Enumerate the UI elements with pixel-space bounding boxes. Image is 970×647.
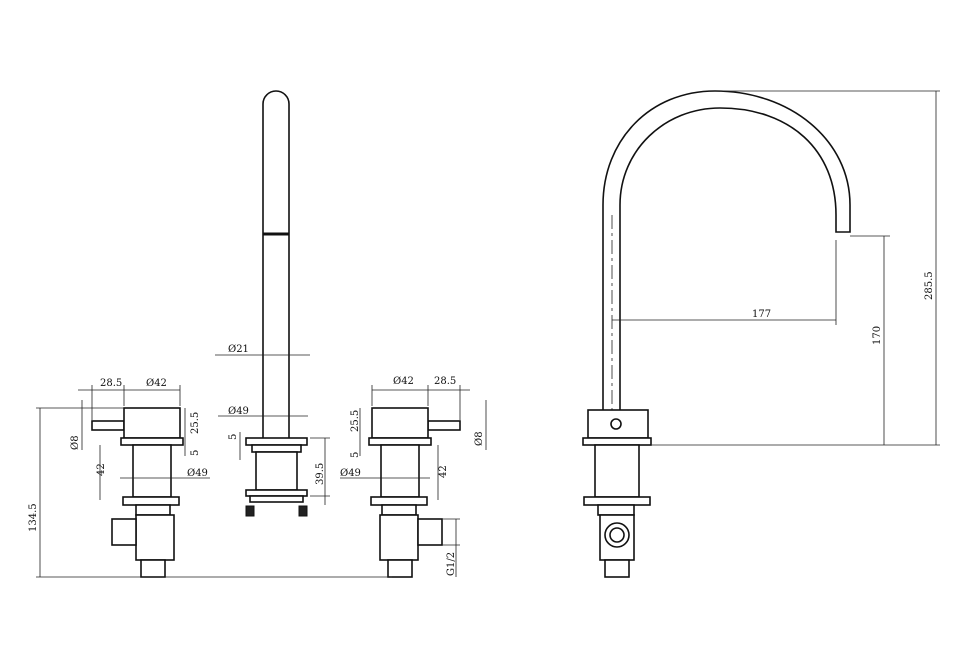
- dim-spout-dia: Ø21: [228, 344, 249, 355]
- dim-right-handle-width: 28.5: [434, 376, 456, 387]
- dim-right-ring: 5: [350, 452, 361, 458]
- dim-overall-height-left: 134.5: [28, 503, 39, 532]
- dim-right-handle-dia: Ø42: [393, 376, 414, 387]
- spout-side-view: [582, 90, 851, 578]
- dim-left-handle-dia: Ø42: [146, 378, 167, 389]
- dimension-lines: [36, 90, 940, 578]
- dim-right-body-dia: Ø49: [340, 468, 361, 479]
- dim-spout-clearance: 170: [872, 326, 883, 345]
- dim-left-body-dia: Ø49: [187, 468, 208, 479]
- dim-reach: 177: [752, 309, 771, 320]
- dim-left-handle-width: 28.5: [100, 378, 122, 389]
- right-valve: [368, 407, 461, 578]
- dim-spout-ring: 5: [228, 434, 239, 440]
- dim-left-ring: 5: [190, 450, 201, 456]
- dim-left-body-height: 42: [96, 463, 107, 476]
- dim-right-cap-height: 25.5: [350, 410, 361, 432]
- dim-left-lever-dia: Ø8: [70, 435, 81, 450]
- dim-left-cap-height: 25.5: [190, 412, 201, 434]
- dim-overall-height: 285.5: [924, 271, 935, 300]
- dim-spout-body-height: 39.5: [315, 463, 326, 485]
- dim-thread: G1/2: [446, 552, 457, 576]
- spout-front-view: [245, 90, 308, 517]
- dim-right-body-height: 42: [438, 465, 449, 478]
- dim-right-lever-dia: Ø8: [474, 431, 485, 446]
- dim-spout-base-dia: Ø49: [228, 406, 249, 417]
- left-valve: [91, 407, 184, 578]
